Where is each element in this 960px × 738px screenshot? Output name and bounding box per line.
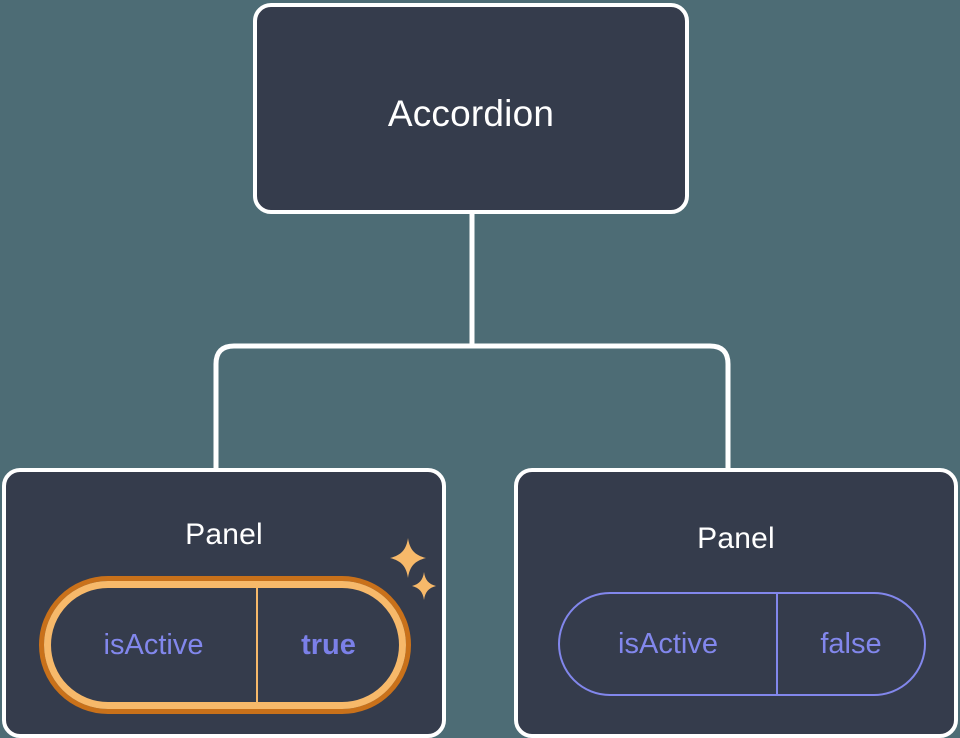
prop-key-isactive: isActive (560, 594, 778, 694)
tree-node-panel-inactive[interactable]: Panel isActive false (514, 468, 958, 738)
tree-node-panel-active-label: Panel (185, 518, 263, 551)
prop-pill-inner-ring: isActive true (44, 581, 406, 709)
edge-branch-bar (213, 343, 731, 468)
prop-pill-isactive-true[interactable]: isActive true (39, 576, 411, 714)
prop-pill-isactive-false[interactable]: isActive false (558, 592, 926, 696)
tree-node-accordion[interactable]: Accordion (253, 3, 689, 214)
tree-node-accordion-label: Accordion (387, 93, 555, 134)
tree-node-panel-active[interactable]: Panel isActive true (2, 468, 446, 738)
prop-value-true: true (301, 628, 356, 661)
tree-node-panel-inactive-label: Panel (697, 522, 775, 555)
prop-value-false: false (820, 627, 882, 660)
prop-key-isactive: isActive (51, 588, 258, 702)
